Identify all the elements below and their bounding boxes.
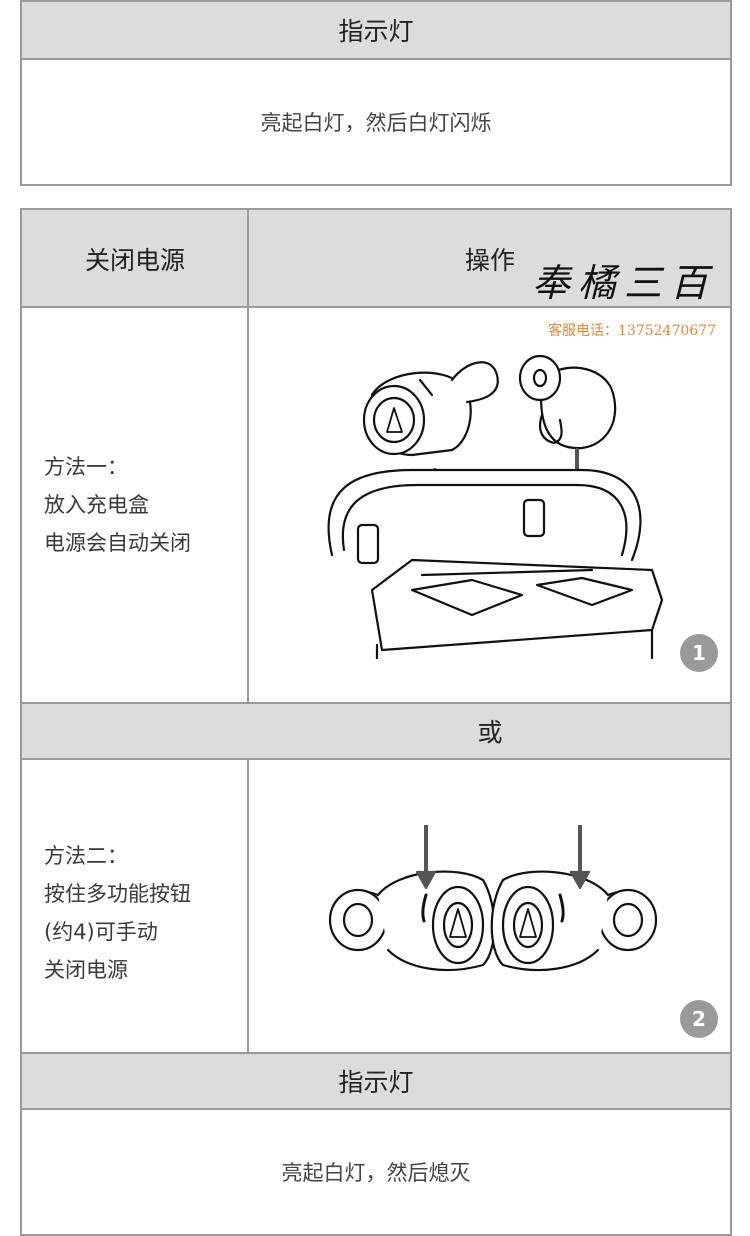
method1-title: 方法一： — [44, 455, 128, 479]
charging-case-illustration — [327, 354, 664, 660]
method2-title: 方法二： — [44, 844, 128, 868]
method1-row — [22, 306, 730, 702]
step-badge-1: 1 — [680, 634, 718, 672]
indicator-description-bottom: 亮起白灯，然后熄灭 — [281, 1161, 471, 1185]
step-badge-2: 2 — [680, 1000, 718, 1038]
method1-result: 电源会自动关闭 — [44, 531, 191, 555]
method1-text: 方法一： 放入充电盒 电源会自动关闭 — [44, 448, 244, 562]
method2-step: 按住多功能按钮 — [44, 882, 191, 906]
column-divider — [247, 210, 249, 702]
power-off-table: 关闭电源 操作 方法一： 放入充电盒 电源会自动关闭 — [20, 208, 732, 1236]
button-press-illustration — [328, 825, 658, 972]
indicator-header: 指示灯 — [22, 2, 730, 60]
method2-text: 方法二： 按住多功能按钮 (约4)可手动 关闭电源 — [44, 837, 244, 989]
method2-result: 关闭电源 — [44, 958, 128, 982]
method2-duration: (约4)可手动 — [44, 920, 158, 944]
method1-step: 放入充电盒 — [44, 493, 149, 517]
col-header-operation: 操作 — [464, 246, 515, 275]
indicator-header-bottom: 指示灯 — [22, 1052, 730, 1110]
customer-service-phone: 客服电话：13752470677 — [548, 323, 716, 339]
or-row: 或 — [22, 702, 730, 760]
indicator-section-top: 指示灯 亮起白灯，然后白灯闪烁 — [20, 0, 732, 186]
column-divider — [247, 760, 249, 1052]
indicator-description: 亮起白灯，然后白灯闪烁 — [260, 111, 492, 135]
brand-watermark: 奉橘三百 — [532, 261, 717, 305]
col-header-power-off: 关闭电源 — [84, 246, 185, 275]
